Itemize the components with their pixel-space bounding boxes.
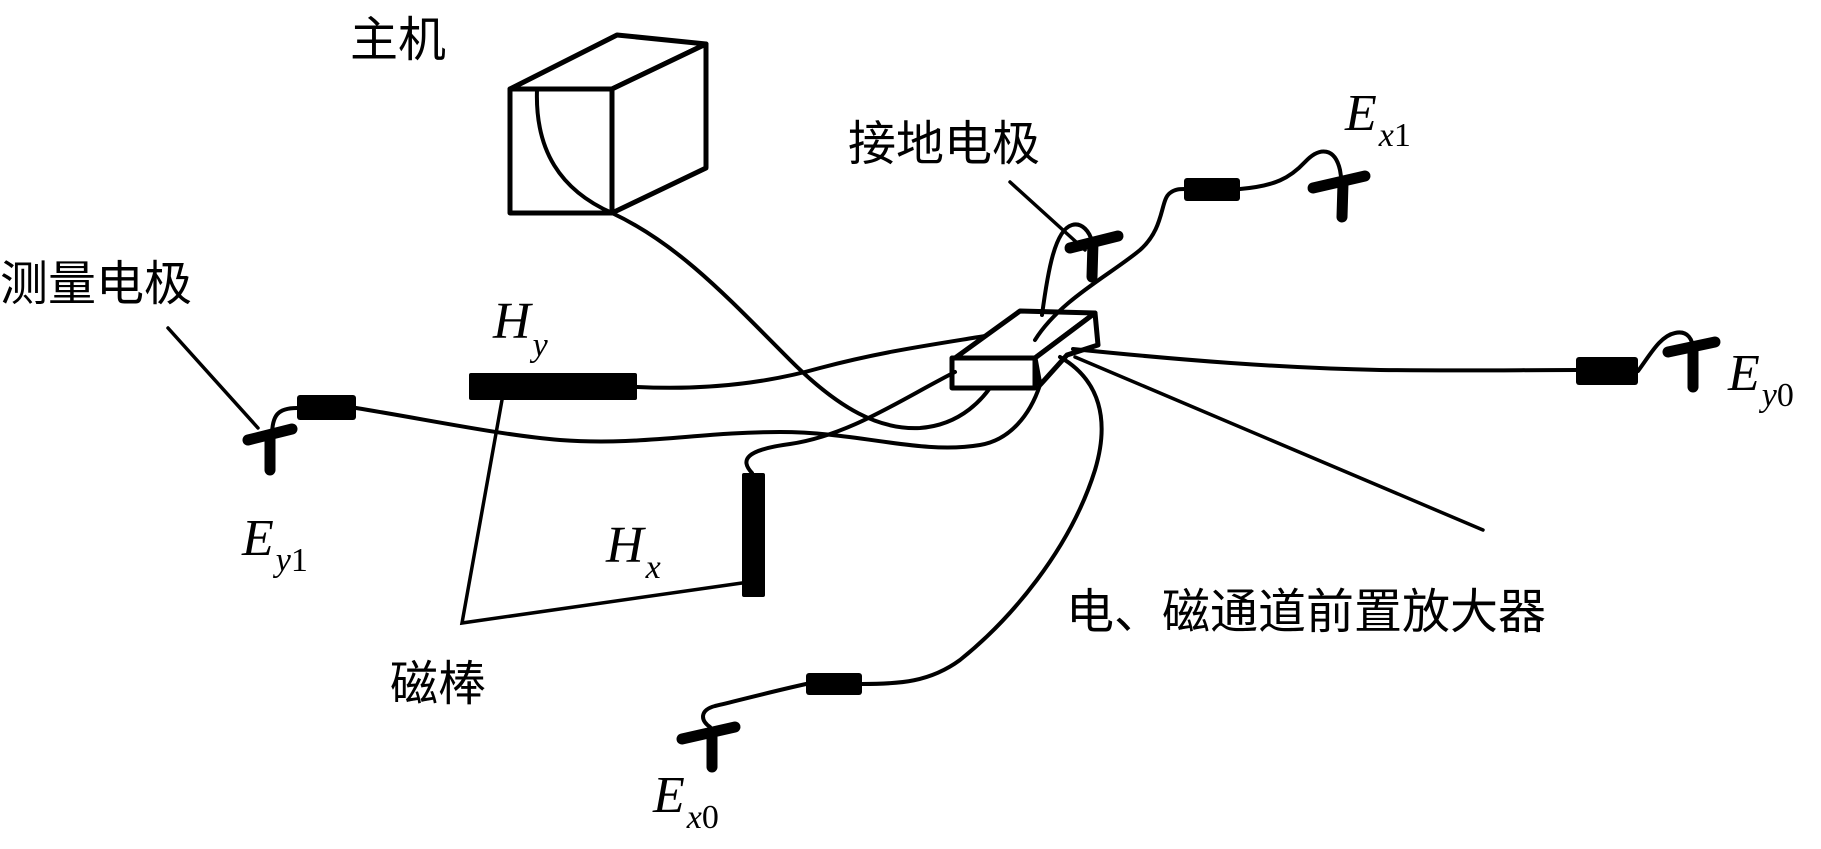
svg-text:Hy: Hy [492,293,549,364]
ey1-connector [297,395,356,420]
ex1-connector [1184,178,1240,201]
ex0-label: Ex0 [652,767,719,836]
ground-electrode-stem [1086,236,1099,283]
ex1-electrode-stem [1336,177,1349,223]
ground-electrode [1064,230,1124,283]
svg-text:Ex0: Ex0 [652,767,719,836]
ey0-label-num: 0 [1777,377,1794,414]
hx-label-main: H [605,517,646,574]
host-front-face [507,86,615,216]
ey0-electrode [1662,336,1721,393]
ground-electrode-label: 接地电极 [848,116,1040,172]
ey0-label-main: E [1727,345,1760,402]
hx-label: Hx [605,517,661,586]
ex1-cable [1033,187,1187,342]
preamp-label: 电、磁通道前置放大器 [1066,584,1546,640]
hy-label-main: H [492,293,533,350]
svg-text:Hx: Hx [605,517,661,586]
ey1-electrode-lead [270,406,299,438]
svg-text:Ey0: Ey0 [1727,345,1794,414]
hx-magnetic-rod [742,473,765,597]
preamp-front-face [949,355,1038,391]
ground-electrode-cable [1040,222,1094,317]
ex0-electrode [676,721,741,773]
measuring-electrode-leader [166,326,260,430]
svg-text:Ey1: Ey1 [241,510,308,579]
ex0-label-num: 0 [702,799,719,836]
ground-electrode-leader [1008,180,1087,252]
ey0-label: Ey0 [1727,345,1794,414]
host-unit [507,32,709,216]
ey0-cable [1071,347,1578,373]
hx-label-sub: x [645,549,661,586]
preamp-leader [1073,355,1485,532]
hy-magnetic-rod [469,373,637,400]
ex0-connector [806,673,862,695]
ex1-electrode-lead [1238,149,1344,191]
ey1-label-main: E [241,510,274,567]
ex1-label: Ex1 [1344,85,1411,154]
host-cable [534,88,1002,431]
ey1-label-sub: y [273,542,292,579]
ex0-label-sub: x [686,799,702,836]
hx-cable [744,370,957,475]
hy-label-sub: y [530,327,549,364]
ey0-connector [1576,357,1638,385]
svg-text:Ex1: Ex1 [1344,85,1411,154]
measuring-electrode-label: 测量电极 [0,256,192,312]
ex1-label-sub: x [1378,117,1394,154]
ex1-label-num: 1 [1394,117,1411,154]
ey1-label-num: 1 [291,542,308,579]
ex0-electrode-lead [701,682,808,729]
magnetic-rod-label: 磁棒 [390,656,486,712]
magnetic-rod-leader [459,398,744,626]
ex0-label-main: E [652,767,685,824]
host-label: 主机 [350,12,446,68]
ey1-label: Ey1 [241,510,308,579]
ey1-electrode [242,423,298,476]
ex1-electrode [1307,170,1371,223]
ex1-label-main: E [1344,85,1377,142]
ex0-cable [860,355,1104,686]
hy-cable [635,334,987,390]
ey0-label-sub: y [1759,377,1778,414]
hy-label: Hy [492,293,549,364]
ey1-cable [354,383,1042,450]
